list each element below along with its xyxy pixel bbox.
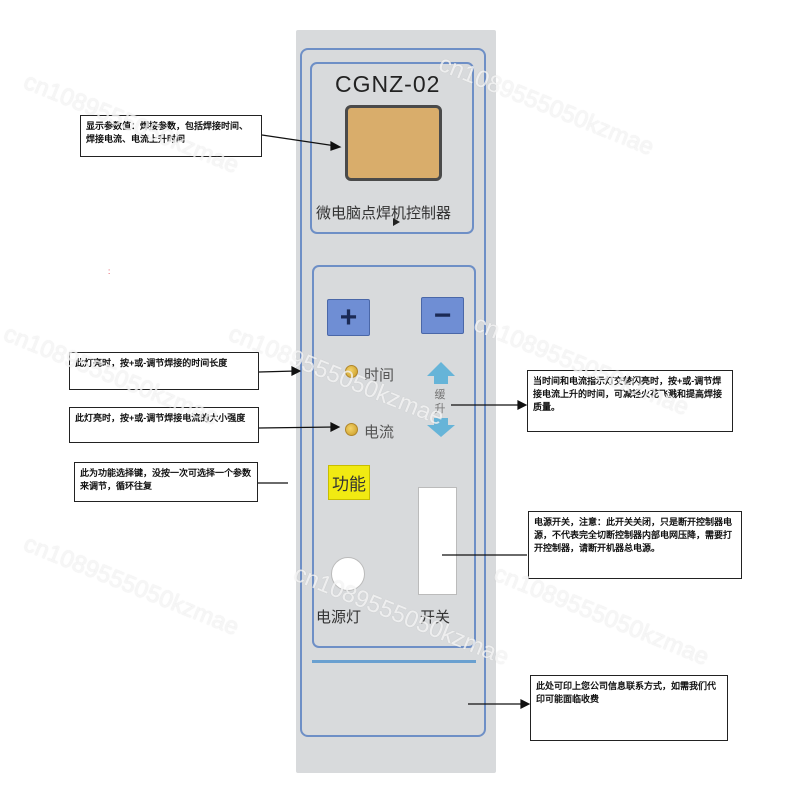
function-button[interactable]: 功能 (328, 465, 370, 500)
control-section (312, 265, 476, 648)
switch-label: 开关 (420, 609, 451, 626)
annotation-slow-rise: 当时间和电流指示灯交替闪亮时，按+或-调节焊接电流上升的时间，可减轻火花飞溅和提… (527, 370, 733, 432)
annotation-current-led: 此灯亮时，按+或-调节焊接电流的大小强度 (69, 407, 259, 443)
current-label: 电流 (364, 424, 395, 441)
leader-display (261, 134, 337, 147)
time-label: 时间 (364, 367, 395, 384)
annotation-function-button: 此为功能选择键，没按一次可选择一个参数来调节，循环往复 (74, 462, 258, 502)
power-lamp-label: 电源灯 (316, 609, 362, 626)
leader-current (258, 426, 336, 429)
leader-slow-rise-head (517, 400, 528, 410)
arrow-up-stem (434, 375, 448, 384)
lcd-display (345, 105, 442, 181)
power-switch[interactable] (418, 487, 457, 595)
slow-rise-char-2: 升 (434, 403, 446, 415)
arrow-up-icon (427, 362, 455, 376)
panel-frame (300, 48, 486, 737)
leader-time (258, 370, 297, 373)
model-name: CGNZ-02 (335, 71, 441, 97)
leader-current-head (330, 422, 341, 432)
stray-mark: : (108, 267, 111, 276)
leader-time-head (291, 366, 302, 376)
plus-button[interactable]: + (327, 299, 370, 336)
annotation-time-led: 此灯亮时，按+或-调节焊接的时间长度 (69, 352, 259, 390)
logo-area-divider (312, 660, 476, 663)
device-name: 微电脑点焊机控制器 (316, 205, 452, 222)
time-indicator-led (345, 365, 358, 378)
arrow-down-stem (434, 418, 448, 426)
annotation-power-switch: 电源开关，注意：此开关关闭，只是断开控制器电源，不代表完全切断控制器内部电网压降… (528, 511, 742, 579)
annotation-display: 显示参数值：焊接参数，包括焊接时间、焊接电流、电流上升时间 (80, 115, 262, 157)
annotation-logo-area: 此处可印上您公司信息联系方式，如需我们代印可能面临收费 (530, 675, 728, 741)
leader-display-head (330, 140, 342, 151)
arrow-down-icon (427, 425, 455, 437)
display-section (310, 62, 474, 234)
minus-button[interactable]: − (421, 297, 464, 334)
slow-rise-label: 缓 升 (433, 388, 447, 416)
power-lamp (331, 557, 365, 591)
slow-rise-char-1: 缓 (434, 389, 446, 401)
leader-logo-head (520, 699, 531, 709)
play-icon (393, 218, 400, 226)
current-indicator-led (345, 423, 358, 436)
